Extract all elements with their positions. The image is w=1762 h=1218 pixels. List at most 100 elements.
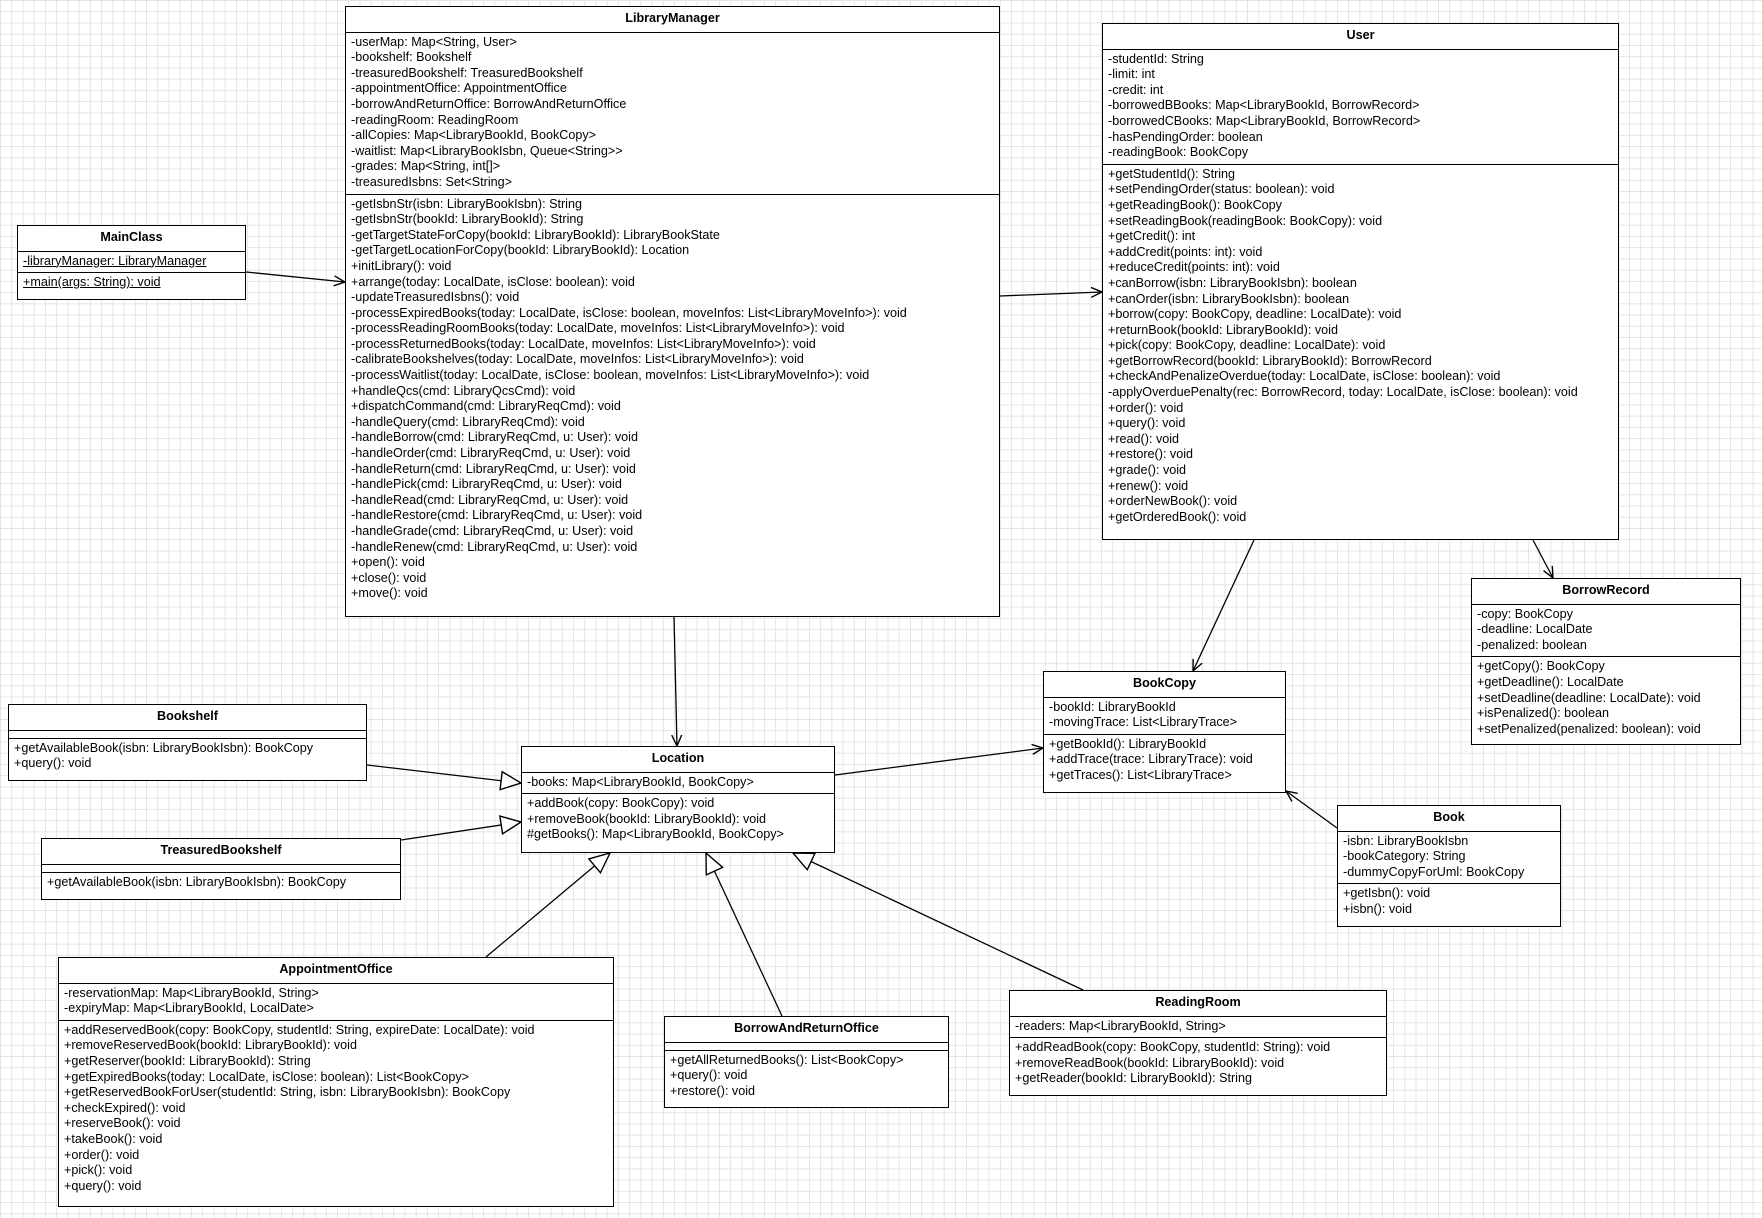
attribute-row: -isbn: LibraryBookIsbn	[1343, 833, 1469, 848]
generalization-edge-treasured-bookshelf-to-location[interactable]	[400, 822, 521, 841]
method-row: +query(): void	[1108, 416, 1186, 431]
attribute-row: -movingTrace: List<LibraryTrace>	[1049, 715, 1238, 730]
method-row: +renew(): void	[1108, 478, 1189, 493]
attributes-compartment	[42, 865, 400, 872]
method-row: +move(): void	[351, 586, 428, 601]
method-row: +addReadBook(copy: BookCopy, studentId: …	[1015, 1040, 1331, 1055]
method-row: +getBookId(): LibraryBookId	[1049, 736, 1207, 751]
class-name: Location	[522, 747, 834, 773]
class-name: User	[1103, 24, 1618, 50]
methods-compartment: +main(args: String): void	[18, 272, 245, 294]
association-edge-main-class-to-library-manager[interactable]	[245, 271, 345, 282]
method-row: +query(): void	[14, 756, 92, 771]
method-row: +setReadingBook(readingBook: BookCopy): …	[1108, 213, 1383, 228]
method-row: +restore(): void	[670, 1083, 756, 1098]
method-row: -handleQuery(cmd: LibraryReqCmd): void	[351, 414, 585, 429]
method-row: +open(): void	[351, 555, 425, 570]
method-row: +reduceCredit(points: int): void	[1108, 260, 1280, 275]
association-edge-user-to-borrow-record[interactable]	[1532, 539, 1553, 578]
attribute-row: -waitlist: Map<LibraryBookIsbn, Queue<St…	[351, 143, 623, 158]
class-box-book[interactable]: Book-isbn: LibraryBookIsbn-bookCategory:…	[1337, 805, 1561, 927]
method-row: +close(): void	[351, 570, 427, 585]
class-box-user[interactable]: User-studentId: String-limit: int-credit…	[1102, 23, 1619, 540]
class-box-borrow-and-return-office[interactable]: BorrowAndReturnOffice +getAllReturnedBook…	[664, 1016, 949, 1108]
attribute-row: -hasPendingOrder: boolean	[1108, 129, 1263, 144]
method-row: +restore(): void	[1108, 447, 1194, 462]
generalization-edge-borrow-and-return-office-to-location[interactable]	[706, 853, 783, 1017]
generalization-edge-reading-room-to-location[interactable]	[793, 853, 1084, 991]
association-edge-user-to-book-copy[interactable]	[1193, 539, 1255, 671]
method-row: -processReadingRoomBooks(today: LocalDat…	[351, 321, 845, 336]
method-row: +order(): void	[1108, 400, 1184, 415]
association-edge-book-to-book-copy[interactable]	[1286, 791, 1338, 829]
method-row: +read(): void	[1108, 431, 1180, 446]
class-box-treasured-bookshelf[interactable]: TreasuredBookshelf+getAvailableBook(isbn…	[41, 838, 401, 900]
attributes-compartment: -copy: BookCopy-deadline: LocalDate-pena…	[1472, 605, 1740, 657]
method-row: +getStudentId(): String	[1108, 166, 1236, 181]
method-row: -processExpiredBooks(today: LocalDate, i…	[351, 305, 907, 320]
attribute-row: -readers: Map<LibraryBookId, String>	[1015, 1018, 1226, 1033]
methods-compartment: +getBookId(): LibraryBookId+addTrace(tra…	[1044, 733, 1285, 787]
attribute-row: -reservationMap: Map<LibraryBookId, Stri…	[64, 985, 319, 1000]
class-name: BorrowAndReturnOffice	[665, 1017, 948, 1043]
method-row: -updateTreasuredIsbns(): void	[351, 290, 520, 305]
method-row: +isPenalized(): boolean	[1477, 706, 1609, 721]
methods-compartment: +addReservedBook(copy: BookCopy, student…	[59, 1019, 613, 1198]
methods-compartment: +getAvailableBook(isbn: LibraryBookIsbn)…	[9, 737, 366, 775]
method-row: +returnBook(bookId: LibraryBookId): void	[1108, 322, 1338, 337]
method-row: +getOrderedBook(): void	[1108, 509, 1247, 524]
methods-compartment: +addBook(copy: BookCopy): void+removeBoo…	[522, 793, 834, 846]
method-row: +handleQcs(cmd: LibraryQcsCmd): void	[351, 383, 576, 398]
method-row: +getReservedBookForUser(studentId: Strin…	[64, 1085, 511, 1100]
method-row: +query(): void	[670, 1068, 748, 1083]
method-row: +getReader(bookId: LibraryBookId): Strin…	[1015, 1071, 1252, 1086]
method-row: +initLibrary(): void	[351, 258, 452, 273]
attribute-row: -treasuredBookshelf: TreasuredBookshelf	[351, 65, 583, 80]
class-box-reading-room[interactable]: ReadingRoom-readers: Map<LibraryBookId, …	[1009, 990, 1387, 1096]
attribute-row: -borrowedCBooks: Map<LibraryBookId, Borr…	[1108, 113, 1421, 128]
association-edge-library-manager-to-location[interactable]	[674, 616, 677, 746]
attribute-row: -allCopies: Map<LibraryBookId, BookCopy>	[351, 128, 597, 143]
attribute-row: -copy: BookCopy	[1477, 606, 1573, 621]
method-row: +setPenalized(penalized: boolean): void	[1477, 721, 1701, 736]
generalization-edge-bookshelf-to-location[interactable]	[366, 764, 521, 783]
generalization-edge-appointment-office-to-location[interactable]	[485, 853, 610, 958]
class-name: MainClass	[18, 226, 245, 252]
method-row: +getReserver(bookId: LibraryBookId): Str…	[64, 1053, 311, 1068]
method-row: +removeReservedBook(bookId: LibraryBookI…	[64, 1038, 357, 1053]
class-box-main-class[interactable]: MainClass-libraryManager: LibraryManager…	[17, 225, 246, 300]
class-box-book-copy[interactable]: BookCopy-bookId: LibraryBookId-movingTra…	[1043, 671, 1286, 793]
method-row: +dispatchCommand(cmd: LibraryReqCmd): vo…	[351, 399, 621, 414]
method-row: +reserveBook(): void	[64, 1116, 181, 1131]
class-box-location[interactable]: Location-books: Map<LibraryBookId, BookC…	[521, 746, 835, 853]
methods-compartment: +getStudentId(): String+setPendingOrder(…	[1103, 163, 1618, 529]
method-row: +getAvailableBook(isbn: LibraryBookIsbn)…	[14, 740, 314, 755]
class-box-borrow-record[interactable]: BorrowRecord-copy: BookCopy-deadline: Lo…	[1471, 578, 1741, 745]
method-row: -handlePick(cmd: LibraryReqCmd, u: User)…	[351, 477, 622, 492]
attribute-row: -credit: int	[1108, 82, 1164, 97]
attributes-compartment	[665, 1043, 948, 1050]
attribute-row: -appointmentOffice: AppointmentOffice	[351, 81, 567, 96]
attribute-row: -deadline: LocalDate	[1477, 622, 1593, 637]
association-edge-library-manager-to-user[interactable]	[999, 292, 1102, 296]
method-row: +isbn(): void	[1343, 901, 1412, 916]
method-row: +getReadingBook(): BookCopy	[1108, 197, 1282, 212]
method-row: +getExpiredBooks(today: LocalDate, isClo…	[64, 1069, 469, 1084]
class-box-appointment-office[interactable]: AppointmentOffice-reservationMap: Map<Li…	[58, 957, 614, 1207]
class-box-library-manager[interactable]: LibraryManager-userMap: Map<String, User…	[345, 6, 1000, 617]
method-row: -getIsbnStr(isbn: LibraryBookIsbn): Stri…	[351, 196, 582, 211]
method-row: +canBorrow(isbn: LibraryBookIsbn): boole…	[1108, 275, 1357, 290]
method-row: -handleReturn(cmd: LibraryReqCmd, u: Use…	[351, 461, 636, 476]
method-row: +addBook(copy: BookCopy): void	[527, 796, 715, 811]
methods-compartment: +getAvailableBook(isbn: LibraryBookIsbn)…	[42, 871, 400, 894]
method-row: -handleGrade(cmd: LibraryReqCmd, u: User…	[351, 524, 634, 538]
method-row: +pick(copy: BookCopy, deadline: LocalDat…	[1108, 338, 1386, 353]
class-box-bookshelf[interactable]: Bookshelf+getAvailableBook(isbn: Library…	[8, 704, 367, 781]
attribute-row: -dummyCopyForUml: BookCopy	[1343, 864, 1525, 879]
attributes-compartment	[9, 731, 366, 738]
association-edge-location-to-book-copy[interactable]	[834, 748, 1043, 776]
method-row: +addCredit(points: int): void	[1108, 244, 1263, 259]
method-row: +getAllReturnedBooks(): List<BookCopy>	[670, 1052, 904, 1067]
method-row: +orderNewBook(): void	[1108, 494, 1238, 509]
